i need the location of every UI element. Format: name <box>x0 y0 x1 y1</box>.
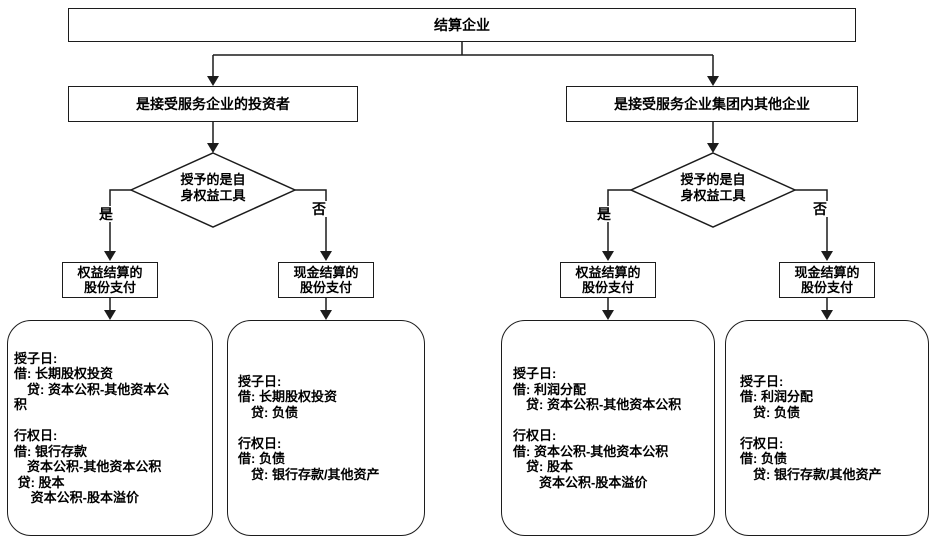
yes-label-right: 是 <box>596 206 612 222</box>
root-node: 结算企业 <box>68 8 856 42</box>
decision-diamond-right-label: 授予的是自 身权益工具 <box>680 172 746 203</box>
branch-node-investor: 是接受服务企业的投资者 <box>68 86 358 122</box>
outcome-node-equity-right: 权益结算的 股份支付 <box>560 262 656 298</box>
entries-node-2: 授子日: 借: 长期股权投资 贷: 负债 行权日: 借: 负债 贷: 银行存款/… <box>227 320 425 536</box>
entries-node-4-text: 授子日: 借: 利润分配 贷: 负债 行权日: 借: 负债 贷: 银行存款/其他… <box>740 373 882 482</box>
decision-diamond-left-label: 授予的是自 身权益工具 <box>180 172 246 203</box>
entries-node-3: 授子日: 借: 利润分配 贷: 资本公积-其他资本公积 行权日: 借: 资本公积… <box>501 320 715 536</box>
entries-node-1-text: 授子日: 借: 长期股权投资 贷: 资本公积-其他资本公 积 行权日: 借: 银… <box>14 350 170 506</box>
no-label-left: 否 <box>311 201 327 217</box>
branch-node-group: 是接受服务企业集团内其他企业 <box>566 86 858 122</box>
no-label-right: 否 <box>812 201 828 217</box>
entries-node-3-text: 授子日: 借: 利润分配 贷: 资本公积-其他资本公积 行权日: 借: 资本公积… <box>513 366 682 490</box>
outcome-node-cash-left: 现金结算的 股份支付 <box>278 262 374 298</box>
branch-node-group-label: 是接受服务企业集团内其他企业 <box>614 96 810 112</box>
entries-node-1: 授子日: 借: 长期股权投资 贷: 资本公积-其他资本公 积 行权日: 借: 银… <box>7 320 213 536</box>
yes-label-left: 是 <box>98 206 114 222</box>
branch-node-investor-label: 是接受服务企业的投资者 <box>136 96 290 112</box>
entries-node-2-text: 授子日: 借: 长期股权投资 贷: 负债 行权日: 借: 负债 贷: 银行存款/… <box>238 373 380 482</box>
outcome-node-equity-left: 权益结算的 股份支付 <box>62 262 158 298</box>
root-node-label: 结算企业 <box>434 17 490 33</box>
outcome-node-cash-right: 现金结算的 股份支付 <box>779 262 875 298</box>
entries-node-4: 授子日: 借: 利润分配 贷: 负债 行权日: 借: 负债 贷: 银行存款/其他… <box>725 320 929 536</box>
